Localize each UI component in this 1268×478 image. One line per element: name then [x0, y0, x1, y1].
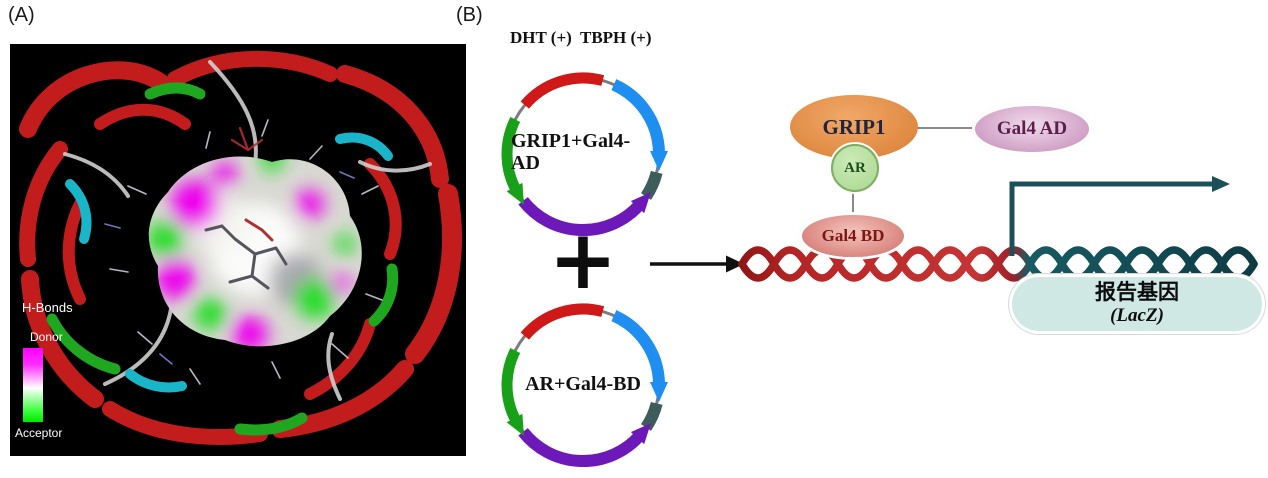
reporter-gene-lacz: (LacZ) — [1110, 305, 1164, 326]
induction-conditions-label: DHT (+) TBPH (+) — [510, 28, 652, 47]
reporter-gene-name: 报告基因 — [1095, 281, 1179, 304]
molecular-docking-image: H-Bonds Donor Acceptor — [10, 44, 466, 456]
transcription-arrowhead — [1212, 176, 1230, 192]
gal4-ad-label: Gal4 AD — [996, 118, 1068, 139]
dna-strand-1 — [738, 246, 1258, 282]
turns-green — [46, 82, 399, 436]
ar-label: AR — [844, 159, 866, 176]
plasmid-bottom-red-segment — [520, 303, 605, 340]
plasmid-bottom-slate-segment — [640, 401, 663, 431]
ligand-sticks — [204, 218, 288, 290]
protein-structure-render — [10, 44, 466, 456]
hbonds-legend-donor-label: Donor — [30, 330, 63, 344]
hbond-surface-patches — [148, 156, 355, 347]
cotransfection-arrowhead — [726, 255, 744, 273]
transcription-start-arrow — [1009, 176, 1230, 256]
dna-strand-2 — [738, 246, 1258, 282]
hbonds-legend-acceptor-label: Acceptor — [15, 426, 63, 440]
loop-ribbons — [63, 60, 432, 401]
hbonds-gradient-bar — [23, 348, 43, 422]
beta-strands-cyan — [65, 132, 393, 393]
helix-ribbons — [19, 50, 462, 445]
gal4-bd-domain: Gal4 BD — [802, 215, 904, 257]
gal4-bd-label: Gal4 BD — [821, 226, 885, 245]
cotransfection-arrow — [650, 255, 744, 273]
reporter-gene-box: 报告基因 (LacZ) — [1012, 277, 1262, 331]
grip1-label: GRIP1 — [822, 114, 886, 139]
panel-a-label: (A) — [8, 4, 35, 26]
plasmid-top-label-line1: GRIP1+Gal4- — [511, 130, 631, 152]
plasmid-top-red-segment — [520, 72, 605, 109]
plasmid-bottom-label: AR+Gal4-BD — [525, 373, 641, 395]
plasmid-top-label: GRIP1+Gal4- AD — [511, 130, 630, 174]
plus-sign: + — [548, 213, 618, 308]
plasmid-top-slate-segment — [640, 170, 663, 200]
plasmid-bottom-purple-gene-arrow — [518, 423, 651, 468]
gal4-ad-domain: Gal4 AD — [975, 106, 1089, 152]
residue-sticks — [104, 119, 383, 385]
hbonds-legend-title: H-Bonds — [22, 300, 73, 315]
plasmid-top-label-line2: AD — [511, 152, 540, 174]
panel-b-label: (B) — [456, 4, 483, 26]
ar-protein: AR — [831, 144, 879, 192]
dna-double-helix — [738, 246, 1258, 282]
